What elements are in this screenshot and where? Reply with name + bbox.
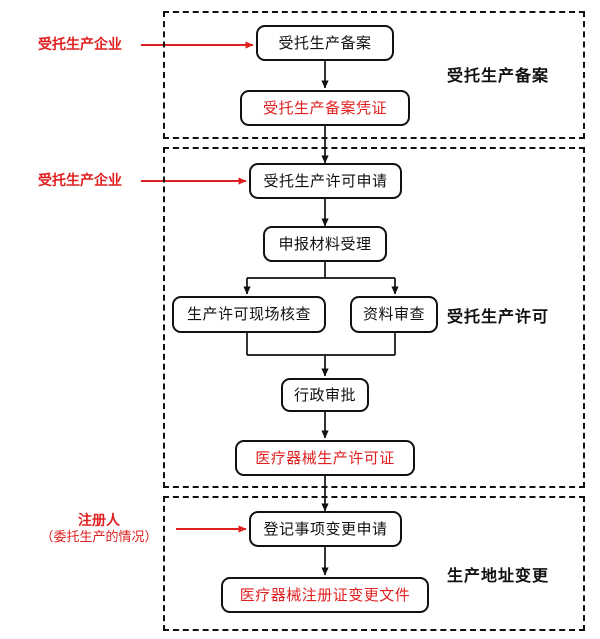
- section-title-filing: 受托生产备案: [447, 66, 550, 85]
- actor-label-license: 受托生产企业: [38, 172, 122, 190]
- section-container-filing: [163, 11, 585, 139]
- node-license-docreview[interactable]: 资料审查: [350, 296, 438, 333]
- actor-label-address-change-line2: （委托生产的情况）: [40, 530, 158, 546]
- section-container-license: [163, 147, 585, 488]
- node-license-apply[interactable]: 受托生产许可申请: [249, 163, 402, 199]
- section-container-address-change: [163, 496, 585, 631]
- actor-label-filing-line1: 受托生产企业: [38, 37, 122, 53]
- actor-label-filing: 受托生产企业: [38, 36, 122, 54]
- node-license-onsite[interactable]: 生产许可现场核查: [172, 296, 326, 333]
- node-license-cert[interactable]: 医疗器械生产许可证: [235, 440, 415, 476]
- node-license-accept[interactable]: 申报材料受理: [263, 226, 387, 262]
- node-change-doc[interactable]: 医疗器械注册证变更文件: [221, 577, 429, 613]
- node-filing-cert[interactable]: 受托生产备案凭证: [240, 90, 410, 126]
- node-change-apply[interactable]: 登记事项变更申请: [249, 511, 402, 547]
- node-filing-apply[interactable]: 受托生产备案: [256, 25, 394, 61]
- actor-label-address-change: 注册人 （委托生产的情况）: [22, 512, 176, 547]
- actor-label-license-line1: 受托生产企业: [38, 173, 122, 189]
- actor-label-address-change-line1: 注册人: [78, 513, 120, 529]
- section-title-address-change: 生产地址变更: [447, 566, 550, 585]
- node-license-approval[interactable]: 行政审批: [281, 378, 369, 412]
- section-title-license: 受托生产许可: [447, 307, 550, 326]
